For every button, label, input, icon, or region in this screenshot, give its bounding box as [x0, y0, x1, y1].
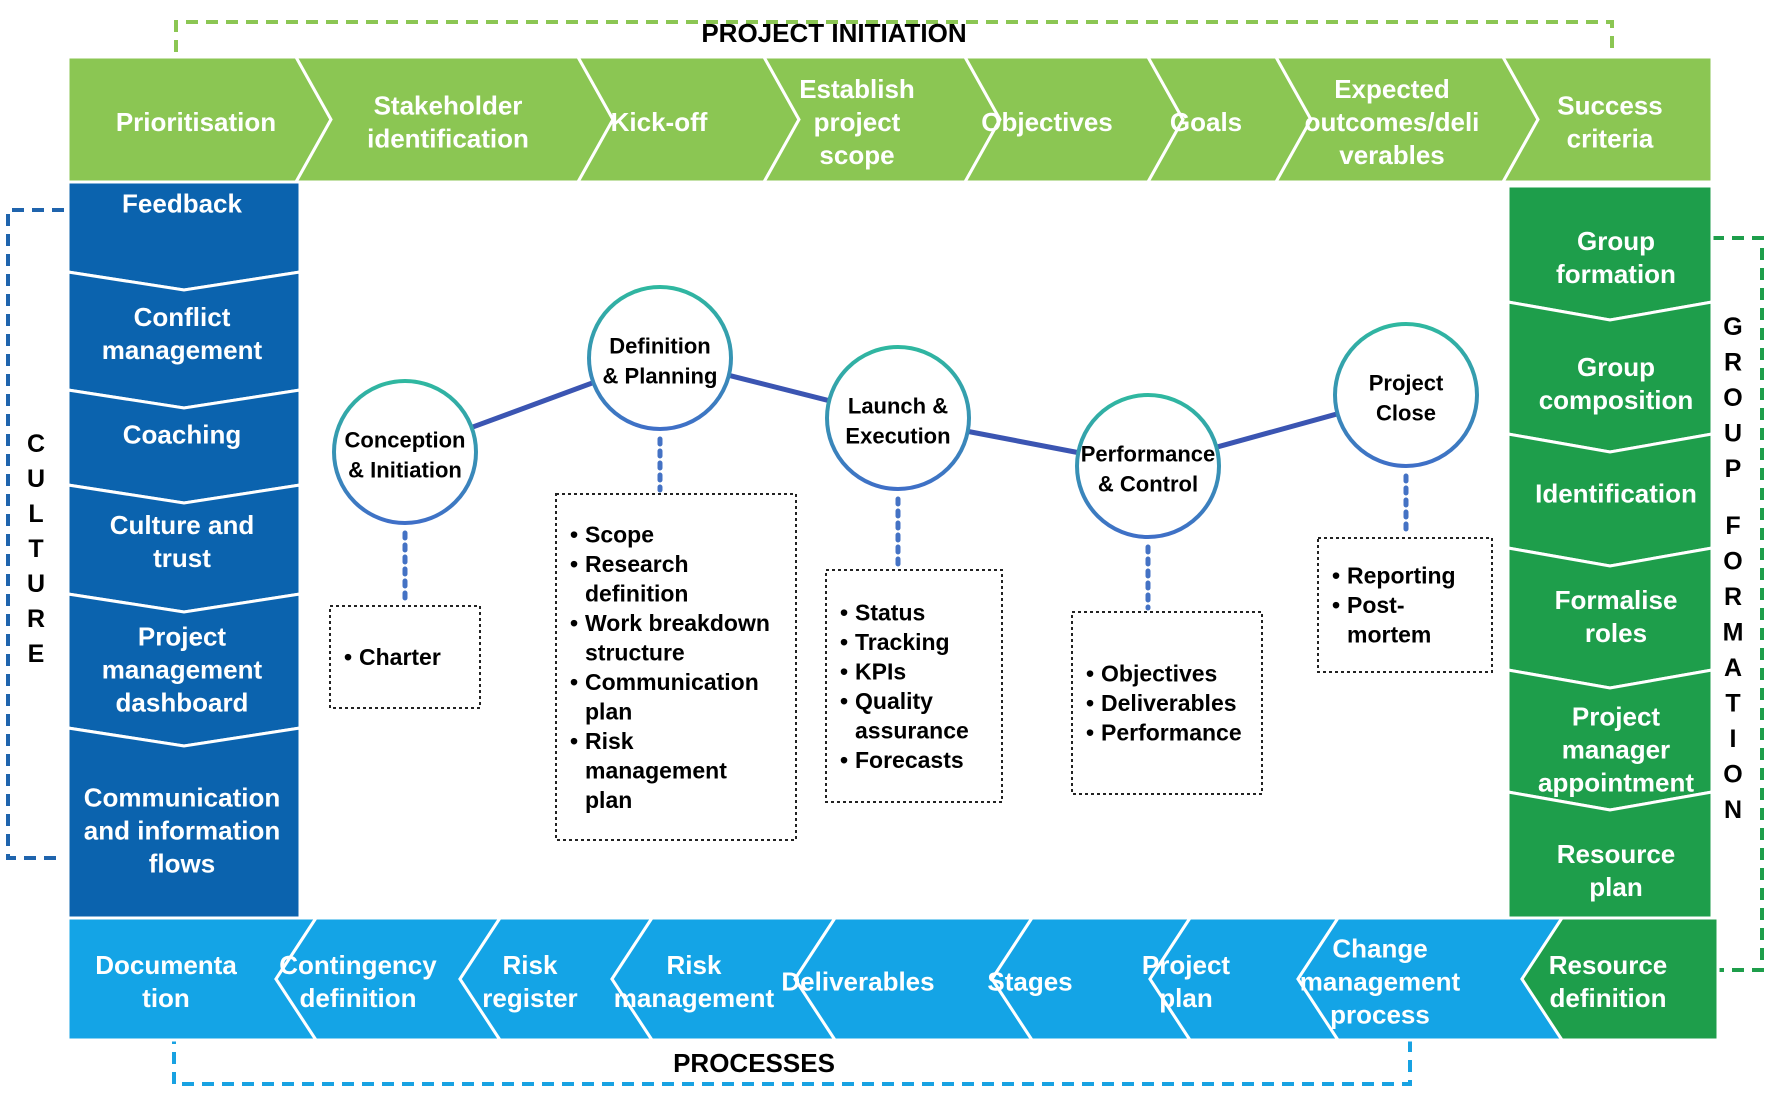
phase-detail-item: • Charter [344, 644, 441, 670]
processes-dashed-bracket [172, 1032, 1412, 1086]
phase-detail-item: • KPIs [840, 658, 906, 684]
group-formation-chevron [1506, 790, 1714, 920]
phase-detail-item: • Performance [1086, 720, 1242, 746]
phase-detail-item: • Deliverables [1086, 690, 1237, 716]
processes-label: PROCESSES [673, 1048, 835, 1078]
phase-detail-item: • Objectives [1086, 661, 1217, 687]
phase-detail-item: • Scope [570, 521, 654, 547]
phase-connector-line [1215, 411, 1339, 450]
phase-detail-item: • Forecasts [840, 747, 964, 773]
initiation-step-label: Prioritisation [116, 107, 276, 137]
initiation-step-label: Kick-off [611, 107, 708, 137]
phase-detail-item: • Post-mortem [1332, 592, 1431, 648]
culture-chevron [66, 726, 302, 920]
group-formation-dashed-bracket [1712, 236, 1764, 972]
phase-name: Definition& Planning [603, 334, 718, 389]
phase-connector-line [470, 380, 595, 430]
phase-detail-box [329, 605, 481, 709]
phase-name: Performance& Control [1081, 442, 1216, 497]
initiation-step-label: Objectives [981, 107, 1113, 137]
phase-detail-item: • Reporting [1332, 563, 1456, 589]
culture-item-label: Feedback [122, 189, 242, 219]
project-phases: Conception& Initiation • Charter Definitio… [329, 285, 1493, 841]
phase-name: Launch &Execution [845, 394, 950, 449]
process-item-label: Stages [987, 967, 1072, 997]
culture-item-label: Coaching [123, 420, 241, 450]
phase-detail-box [555, 493, 797, 841]
project-initiation-label: PROJECT INITIATION [701, 18, 966, 48]
phase-circle [332, 379, 478, 525]
process-item-label: Deliverables [781, 967, 934, 997]
phase-detail-box [825, 569, 1003, 803]
phase-circle [1075, 393, 1221, 539]
group-formation-item-label: Identification [1535, 479, 1697, 509]
initiation-chevron [1500, 55, 1714, 184]
initiation-step-label: Goals [1170, 107, 1242, 137]
phase-detail-box [1071, 611, 1263, 795]
phase-circle [1333, 322, 1479, 468]
phase-detail-item: • Status [840, 599, 925, 625]
phase-detail-item: • Tracking [840, 629, 950, 655]
culture-dashed-bracket [6, 208, 64, 860]
resource-definition-chevron [1520, 916, 1720, 1042]
phase-detail-box [1317, 537, 1493, 673]
phase-circle [825, 345, 971, 491]
phase-connector-line [967, 428, 1079, 456]
initiation-dashed-bracket [174, 20, 1614, 52]
phase-connector-line [728, 372, 830, 404]
phase-circle [587, 285, 733, 431]
phase-name: Conception& Initiation [345, 428, 466, 483]
